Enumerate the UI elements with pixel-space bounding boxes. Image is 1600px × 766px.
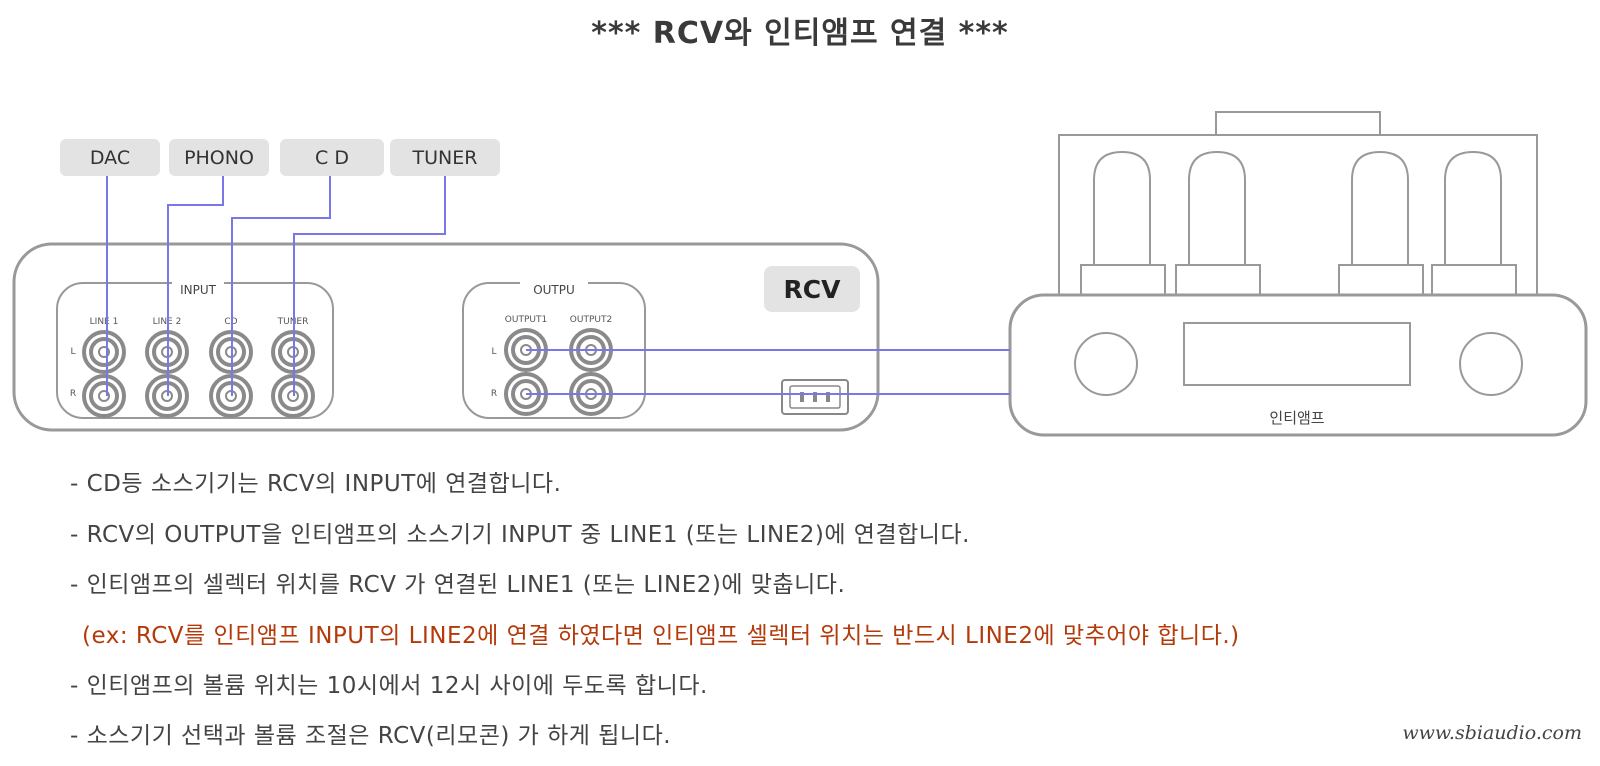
rcv-badge-box [764, 266, 860, 312]
input-col-line1: LINE 1 [90, 317, 119, 327]
selector-knob-icon [1074, 332, 1138, 396]
instruction-4: - 인티앰프의 볼륨 위치는 10시에서 12시 사이에 두도록 합니다. [70, 673, 708, 699]
page-title: *** RCV와 인티앰프 연결 *** [591, 16, 1009, 51]
vacuum-tube-icon [1175, 150, 1261, 296]
instruction-note: (ex: RCV를 인티앰프 INPUT의 LINE2에 연결 하였다면 인티앰… [82, 623, 1240, 649]
source-phono: PHONO [169, 139, 269, 176]
instruction-1: - CD등 소스기기는 RCV의 INPUT에 연결합니다. [70, 471, 562, 497]
rcv-unit: INPUT LINE 1 LINE 2 CD TUNER L R OUTPU O… [12, 242, 880, 432]
rca-jack-icon [82, 330, 126, 374]
rcv-output-label: OUTPU [533, 283, 575, 297]
vacuum-tube-icon [1338, 150, 1424, 296]
volume-knob-icon [1459, 332, 1523, 396]
rca-jack-icon [82, 374, 126, 418]
source-phono-label: PHONO [184, 147, 254, 169]
input-channel-left: L [70, 347, 75, 357]
source-dac-label: DAC [90, 147, 130, 169]
output-col-2: OUTPUT2 [570, 315, 612, 325]
output-channel-right: R [491, 389, 497, 399]
source-cd: C D [280, 139, 384, 176]
input-col-tuner: TUNER [277, 317, 309, 327]
rca-jack-icon [209, 374, 253, 418]
input-channel-right: R [70, 389, 76, 399]
output-channel-left: L [491, 347, 496, 357]
source-cd-label: C D [315, 147, 349, 169]
audio-cable [293, 176, 446, 396]
vacuum-tube-icon [1431, 150, 1517, 296]
watermark: www.sbiaudio.com [1402, 722, 1582, 744]
power-socket-icon [781, 379, 849, 415]
instruction-5: - 소스기기 선택과 볼륨 조절은 RCV(리모콘) 가 하게 됩니다. [70, 723, 672, 749]
audio-cable [231, 176, 331, 396]
source-tuner: TUNER [390, 139, 500, 176]
amp-label: 인티앰프 [1269, 409, 1324, 427]
instruction-3: - 인티앰프의 셀렉터 위치를 RCV 가 연결된 LINE1 (또는 LINE… [70, 572, 846, 598]
connection-diagram: DAC PHONO C D TUNER INPUT LINE 1 LINE 2 … [12, 111, 1588, 437]
vacuum-tube-icon [1080, 150, 1166, 296]
integrated-amp: 인티앰프 [1008, 111, 1588, 437]
cables [106, 176, 1010, 396]
input-jacks [82, 330, 315, 418]
rcv-badge: RCV [784, 275, 842, 304]
amp-display [1183, 322, 1411, 386]
audio-cable [167, 176, 224, 396]
rcv-input-label: INPUT [180, 283, 217, 297]
output-col-1: OUTPUT1 [505, 315, 547, 325]
instruction-2: - RCV의 OUTPUT을 인티앰프의 소스기기 INPUT 중 LINE1 … [70, 522, 970, 548]
source-dac: DAC [60, 139, 160, 176]
source-tuner-label: TUNER [412, 147, 478, 169]
